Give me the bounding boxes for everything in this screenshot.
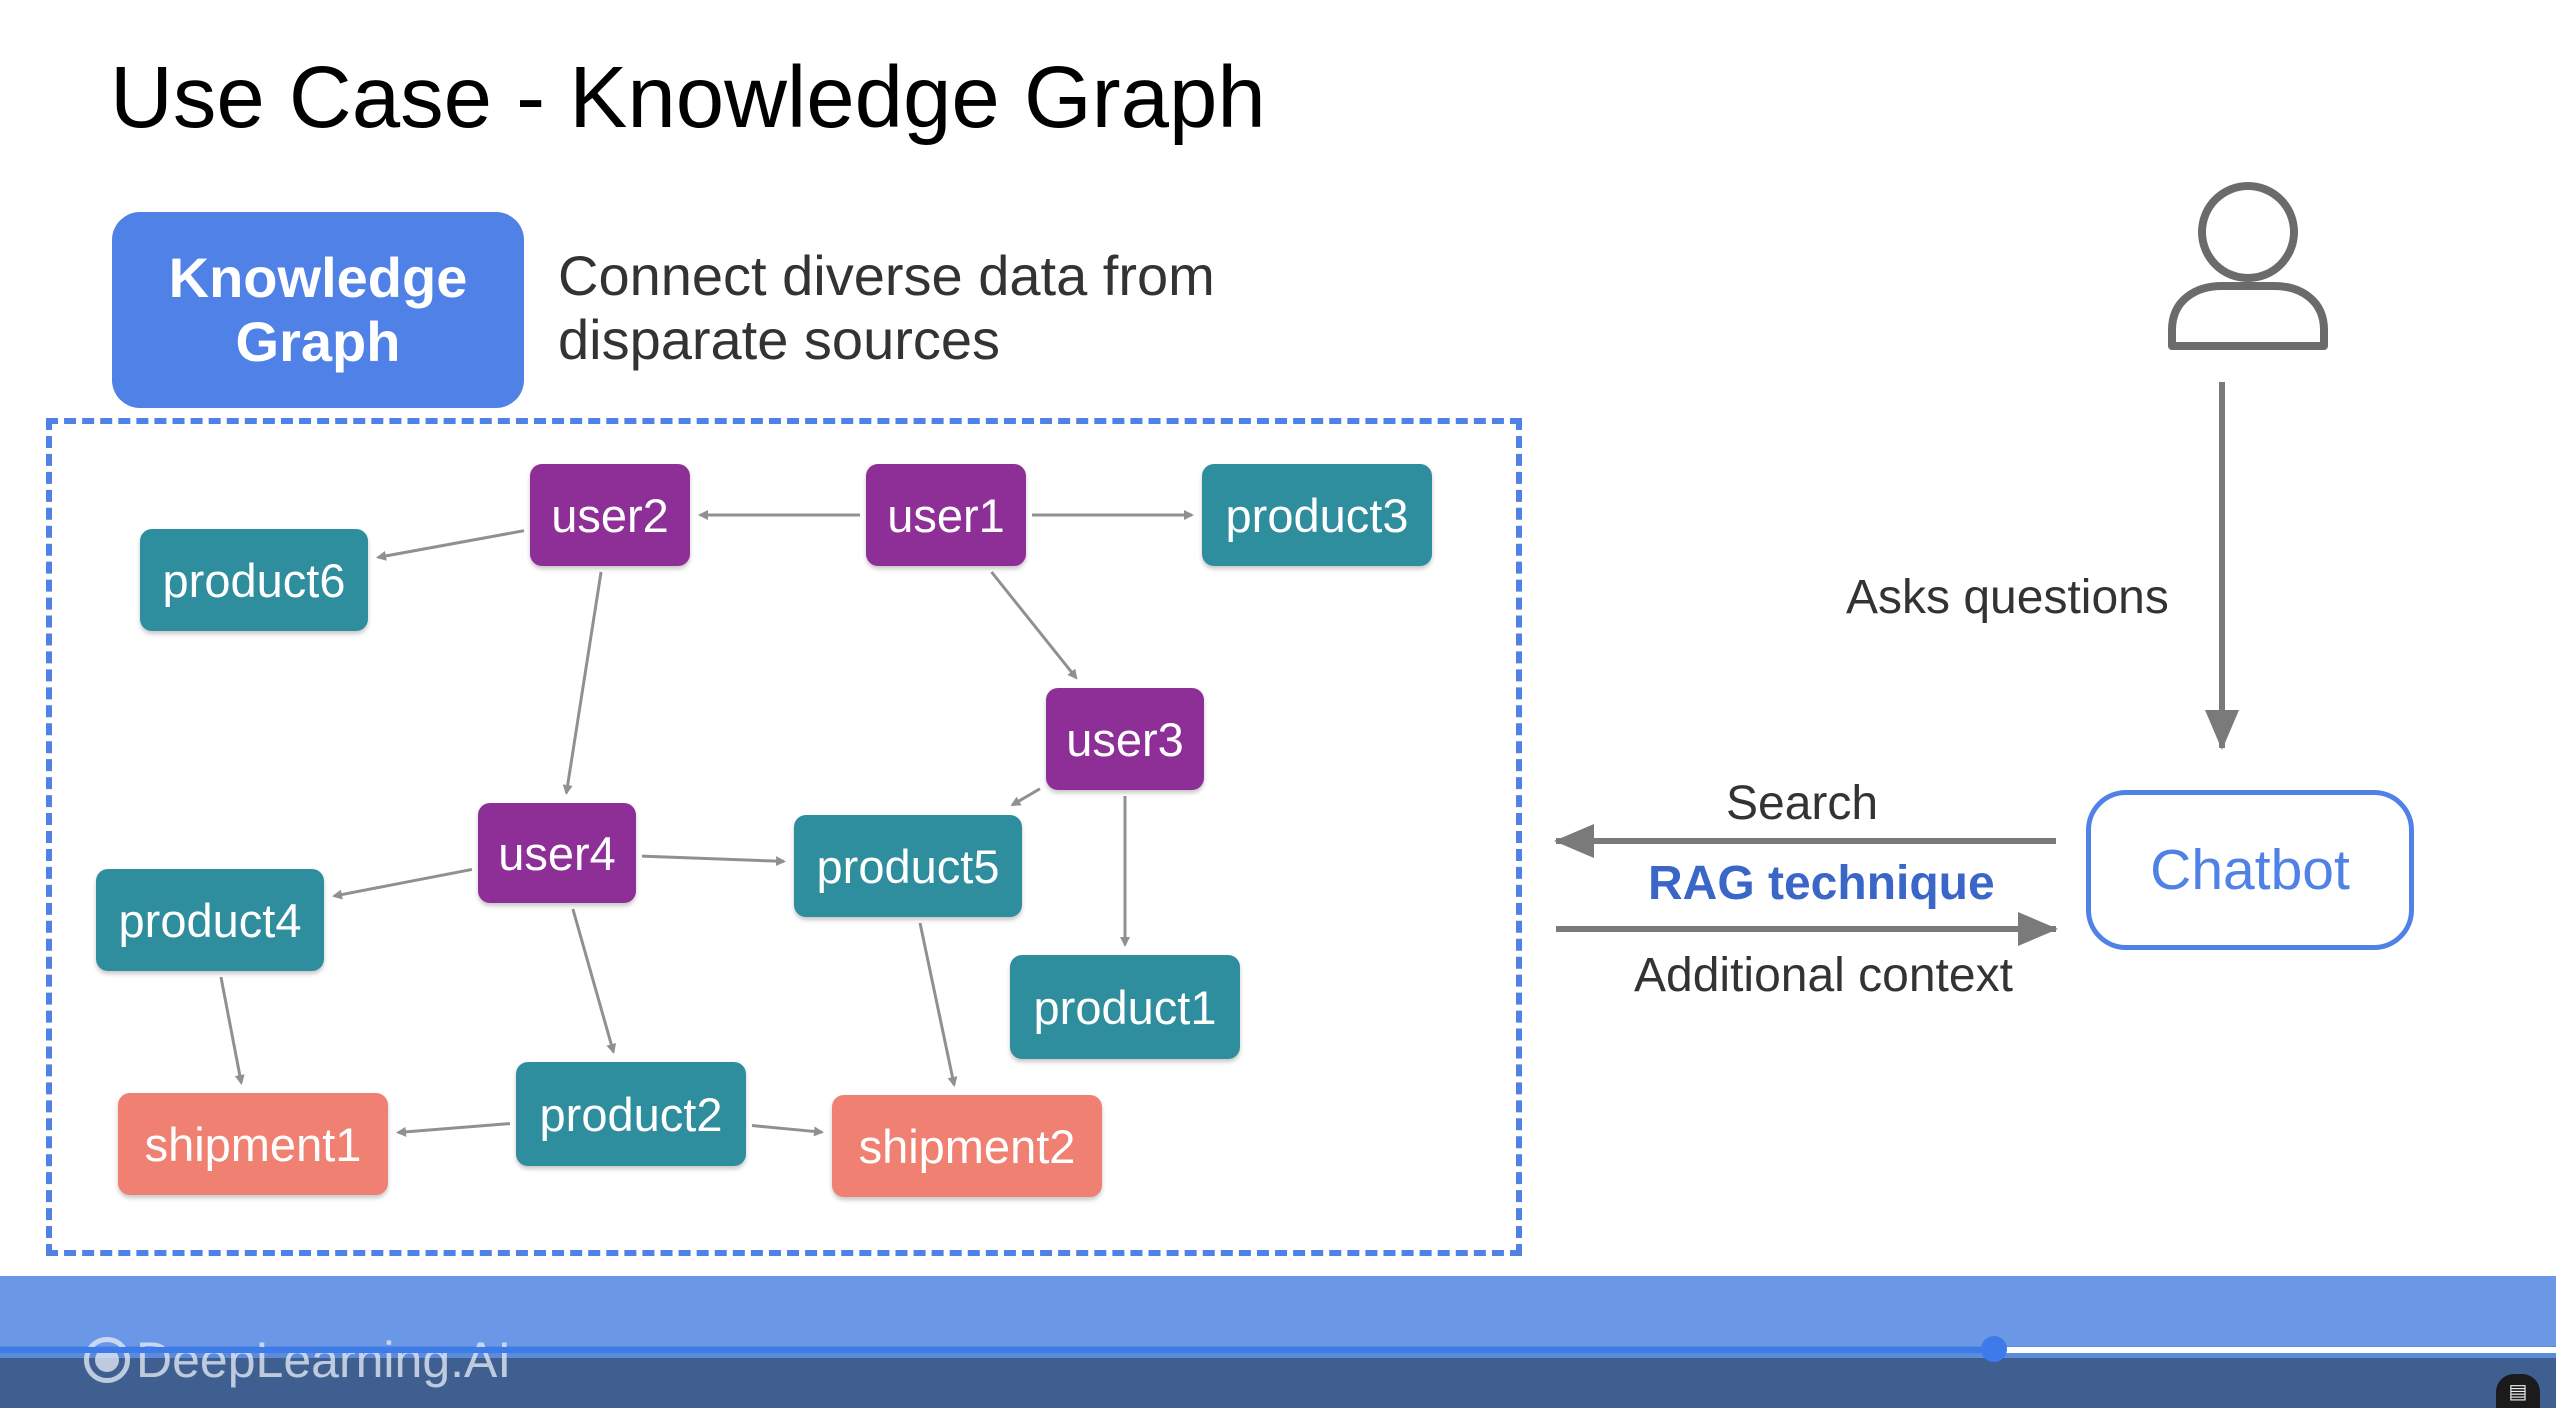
knowledge-graph-description: Connect diverse data from disparate sour… bbox=[558, 244, 1215, 372]
edge-user4-product2 bbox=[571, 908, 617, 1054]
graph-node-product6: product6 bbox=[140, 529, 368, 631]
rag-technique-label: RAG technique bbox=[1648, 857, 1995, 910]
edge-product2-shipment1 bbox=[396, 1122, 511, 1137]
logo-icon bbox=[84, 1337, 130, 1383]
edge-product4-shipment1 bbox=[219, 976, 245, 1085]
edge-user3-product5 bbox=[1010, 787, 1041, 807]
description-line-2: disparate sources bbox=[558, 308, 1001, 371]
edge-user4-product4 bbox=[332, 867, 473, 900]
captions-icon[interactable]: ▤ bbox=[2496, 1374, 2540, 1408]
video-progress-knob[interactable] bbox=[1981, 1336, 2007, 1362]
edge-user2-product6 bbox=[376, 529, 525, 561]
edge-product2-shipment2 bbox=[751, 1124, 824, 1137]
chatbot-box: Chatbot bbox=[2086, 790, 2414, 950]
graph-node-user2: user2 bbox=[530, 464, 690, 566]
user-icon bbox=[2168, 182, 2328, 350]
graph-node-product5: product5 bbox=[794, 815, 1022, 917]
footer-strip bbox=[0, 1358, 2556, 1408]
graph-node-product3: product3 bbox=[1202, 464, 1432, 566]
badge-line-1: Knowledge bbox=[168, 246, 468, 309]
asks-questions-label: Asks questions bbox=[1846, 571, 2169, 624]
edge-user1-user3 bbox=[990, 571, 1078, 680]
graph-node-product4: product4 bbox=[96, 869, 324, 971]
graph-node-shipment1: shipment1 bbox=[118, 1093, 388, 1195]
search-label: Search bbox=[1726, 777, 1879, 830]
graph-node-user1: user1 bbox=[866, 464, 1026, 566]
graph-node-product2: product2 bbox=[516, 1062, 746, 1166]
description-line-1: Connect diverse data from bbox=[558, 244, 1215, 307]
graph-node-product1: product1 bbox=[1010, 955, 1240, 1059]
badge-line-2: Graph bbox=[235, 310, 401, 373]
additional-context-label: Additional context bbox=[1634, 949, 2013, 1002]
edge-user4-product5 bbox=[641, 854, 786, 867]
edge-product5-shipment2 bbox=[918, 922, 958, 1087]
deeplearning-logo: DeepLearning.AI bbox=[84, 1330, 511, 1390]
graph-node-shipment2: shipment2 bbox=[832, 1095, 1102, 1197]
chatbot-label: Chatbot bbox=[2150, 838, 2350, 902]
knowledge-graph-badge: Knowledge Graph bbox=[112, 212, 524, 408]
graph-node-user4: user4 bbox=[478, 803, 636, 903]
graph-frame bbox=[46, 418, 1522, 1256]
edge-user2-user4 bbox=[562, 571, 603, 795]
graph-node-user3: user3 bbox=[1046, 688, 1204, 790]
video-progress-fill bbox=[0, 1347, 1994, 1353]
logo-text: DeepLearning.AI bbox=[136, 1332, 512, 1388]
slide-title: Use Case - Knowledge Graph bbox=[110, 49, 1266, 146]
